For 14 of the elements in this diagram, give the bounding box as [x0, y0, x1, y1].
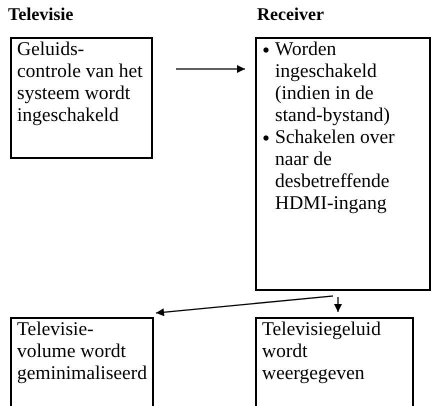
- box-text: Televisiegeluid wordt weergegeven: [262, 319, 382, 385]
- process-box: [255, 317, 414, 406]
- bullet-text: Worden ingeschakeld (indien in de stand-bystand): [275, 39, 391, 127]
- arrow: [156, 295, 334, 316]
- process-box: [255, 37, 431, 291]
- process-box: [10, 37, 153, 159]
- box-text: Televisie-volume wordt geminimaliseerd: [17, 319, 148, 385]
- arrow: [334, 297, 342, 312]
- box-text: Geluids-controle van het systeem wordt ingeschakeld: [17, 39, 144, 127]
- process-box: [10, 317, 154, 406]
- column-heading: Receiver: [257, 4, 324, 24]
- column-heading: Televisie: [8, 4, 74, 24]
- arrow: [176, 65, 245, 73]
- bullet-text: Schakelen over naar de desbetreffende HDMI-ingang: [275, 127, 396, 215]
